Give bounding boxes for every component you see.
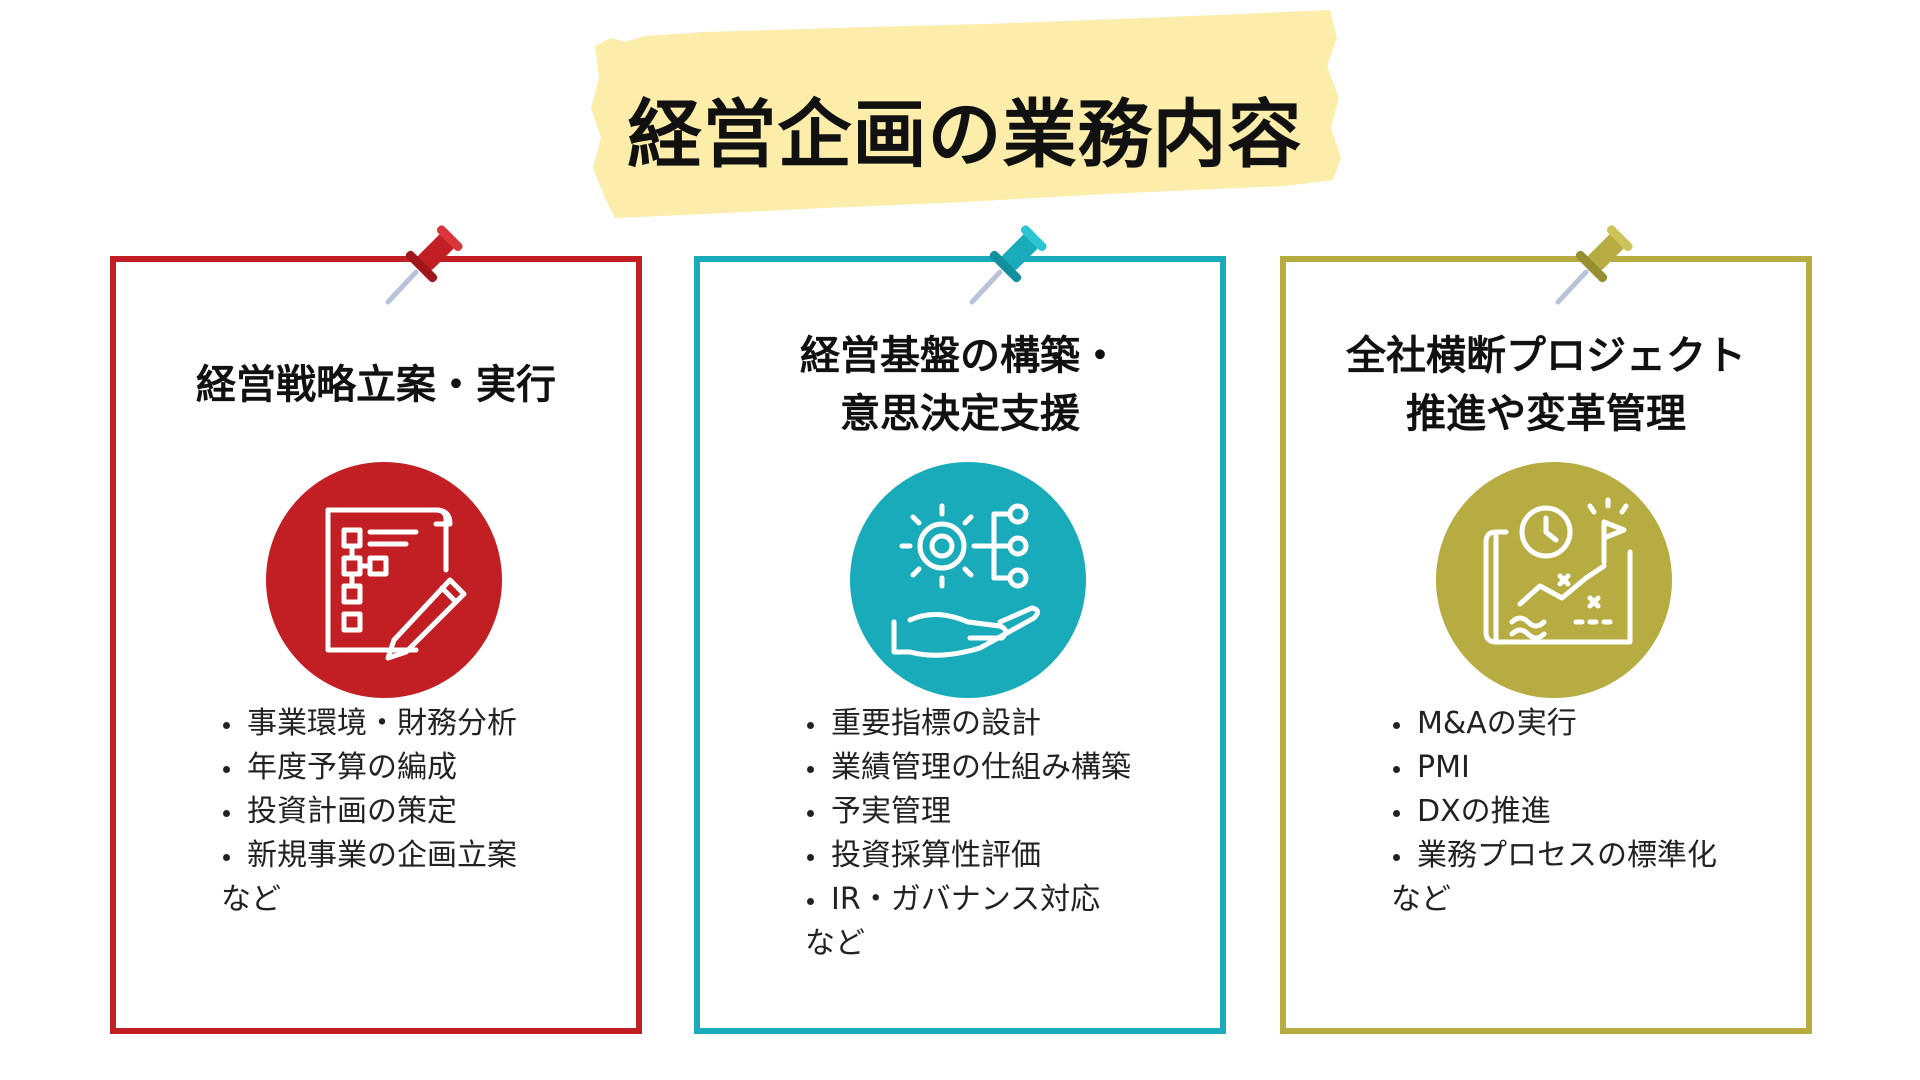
list-item: 事業環境・財務分析 xyxy=(221,702,641,746)
task-list: 重要指標の設計 業績管理の仕組み構築 予実管理 投資採算性評価 IR・ガバナンス… xyxy=(805,702,1225,922)
pushpin-icon xyxy=(385,225,463,305)
list-item: 予実管理 xyxy=(805,790,1225,834)
card-title: 全社横断プロジェクト 推進や変革管理 xyxy=(1286,320,1806,450)
card-cross-company-project: 全社横断プロジェクト 推進や変革管理 M&Aの実行 PMI DXの推進 業務プ xyxy=(1280,225,1812,1034)
card-title-line: 経営戦略立案・実行 xyxy=(196,362,556,408)
list-item: 新規事業の企画立案 xyxy=(221,834,641,878)
card-management-foundation: 経営基盤の構築・ 意思決定支援 xyxy=(694,225,1226,1034)
card-title-line: 意思決定支援 xyxy=(840,391,1080,437)
list-footer: など xyxy=(1391,882,1451,917)
page-title: 経営企画の業務内容 xyxy=(627,91,1303,178)
list-item: 年度予算の編成 xyxy=(221,746,641,790)
list-item: 業務プロセスの標準化 xyxy=(1391,834,1811,878)
list-footer: など xyxy=(805,926,865,961)
list-item: 重要指標の設計 xyxy=(805,702,1225,746)
project-map-icon xyxy=(1483,497,1633,645)
strategy-document-icon xyxy=(325,507,467,661)
pushpin-icon xyxy=(1555,225,1633,305)
card-title: 経営戦略立案・実行 xyxy=(116,320,636,450)
icon-circle xyxy=(266,462,502,698)
card-title-line: 全社横断プロジェクト xyxy=(1346,333,1746,379)
list-item: 業績管理の仕組み構築 xyxy=(805,746,1225,790)
list-footer: など xyxy=(221,882,281,917)
list-item: M&Aの実行 xyxy=(1391,702,1811,746)
task-list: M&Aの実行 PMI DXの推進 業務プロセスの標準化 xyxy=(1391,702,1811,878)
list-item: 投資計画の策定 xyxy=(221,790,641,834)
gear-hand-icon xyxy=(891,503,1040,658)
tape-shape xyxy=(591,10,1341,218)
list-item: 投資採算性評価 xyxy=(805,834,1225,878)
list-item: PMI xyxy=(1391,746,1811,790)
task-list: 事業環境・財務分析 年度予算の編成 投資計画の策定 新規事業の企画立案 xyxy=(221,702,641,878)
card-title-line: 経営基盤の構築・ xyxy=(800,333,1120,379)
icon-circle xyxy=(850,462,1086,698)
card-strategy: 経営戦略立案・実行 事業環境・財務分析 年度予算の編成 投資計画の策定 新規事業… xyxy=(110,225,642,1034)
card-title-line: 推進や変革管理 xyxy=(1406,391,1686,437)
icon-circle xyxy=(1436,462,1672,698)
title-banner: 経営企画の業務内容 xyxy=(585,8,1345,248)
card-title: 経営基盤の構築・ 意思決定支援 xyxy=(700,320,1220,450)
list-item: DXの推進 xyxy=(1391,790,1811,834)
list-item: IR・ガバナンス対応 xyxy=(805,878,1225,922)
pushpin-icon xyxy=(969,225,1047,305)
